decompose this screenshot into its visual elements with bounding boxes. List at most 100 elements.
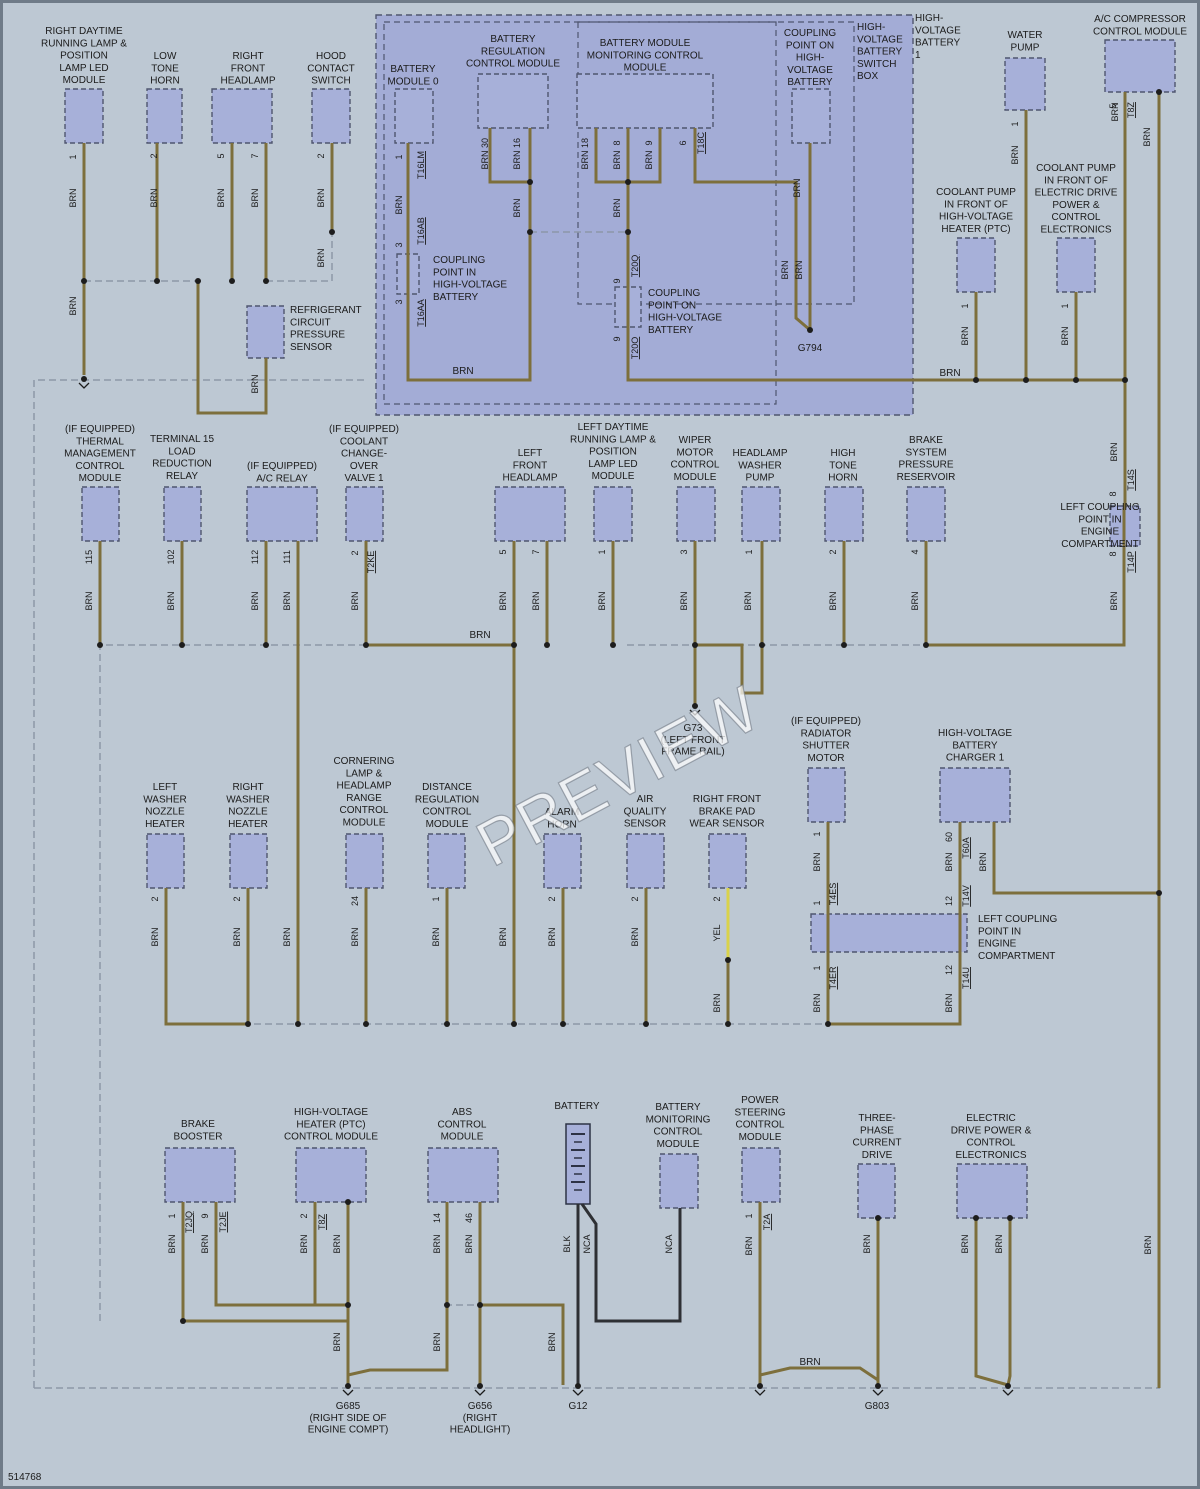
radiator-shutter-motor[interactable] [807,767,846,823]
connector-id-13: T14V [961,885,971,907]
cornering-lamp-control-module[interactable] [345,833,384,889]
wiper-motor-control-module[interactable] [676,486,716,542]
low-tone-horn[interactable] [146,88,183,144]
alarm-horn[interactable] [543,833,582,889]
wire-color-brn-32: BRN [679,591,689,610]
connector-id-12: T60A [961,837,971,859]
pin-number-43: 12 [944,896,954,906]
wire-color-brn-h-1: BRN [939,368,960,379]
coolant-pump-ptc[interactable] [956,237,996,293]
wire-color-brn-22: BRN [960,326,970,345]
air-quality-sensor[interactable] [626,833,665,889]
right-drl-module[interactable] [64,88,104,144]
brake-pad-wear-sensor[interactable] [708,833,747,889]
brake-pressure-reservoir[interactable] [906,486,946,542]
wire-color-brn-28: BRN [350,591,360,610]
pin-number-13: 3 [394,299,404,304]
right-front-headlamp[interactable] [211,88,273,144]
wire-color-brn-23: BRN [1060,326,1070,345]
wire-color-brn-13: BRN [612,150,622,169]
abs-control-module[interactable] [427,1147,499,1203]
battery-monitoring-control-module[interactable] [659,1153,699,1209]
pin-number-49: 2 [299,1213,309,1218]
battery-module-0[interactable] [394,88,434,144]
left-washer-nozzle-heater[interactable] [146,833,185,889]
high-tone-horn[interactable] [824,486,864,542]
pin-number-37: 1 [431,896,441,901]
wire-color-brn-63: BRN [994,1234,1004,1253]
distance-regulation-control-module[interactable] [427,833,466,889]
splice-dots [81,89,1162,1324]
coolant-pump-edrive[interactable] [1056,237,1096,293]
pin-number-28: 3 [679,549,689,554]
battery-regulation-control-module[interactable] [477,73,549,129]
coupling-point-on-hv-battery[interactable] [791,88,831,144]
connector-id-11: T4ER [828,966,838,990]
connector-id-0: T16LM [416,151,426,179]
ac-compressor-control-module[interactable] [1104,39,1176,93]
thermal-management-control-module[interactable] [81,486,120,542]
left-drl-module[interactable] [593,486,633,542]
right-washer-nozzle-heater[interactable] [229,833,268,889]
wire-color-brn-64: BRN [812,993,822,1012]
pin-number-42: 60 [944,832,954,842]
hv-battery-charger[interactable] [939,767,1011,823]
hv-heater-control-module[interactable] [295,1147,367,1203]
wire-color-brn-0: BRN [68,188,78,207]
terminal-15-relay[interactable] [163,486,202,542]
three-phase-current-drive[interactable] [857,1163,896,1219]
brake-booster[interactable] [164,1147,236,1203]
water-pump[interactable] [1004,57,1046,111]
battery-module-monitoring-control-module[interactable] [576,73,714,129]
pin-number-10: 9 [644,140,654,145]
pin-number-48: 9 [200,1213,210,1218]
pin-number-32: 8 [1108,491,1118,496]
electric-drive-power-electronics[interactable] [956,1163,1028,1219]
wire-color-brn-4: BRN [316,188,326,207]
coolant-changeover-valve[interactable] [345,486,384,542]
pin-number-24: 2 [350,550,360,555]
ground-icon-mid [754,1383,766,1396]
headlamp-washer-pump[interactable] [741,486,781,542]
pin-number-34: 2 [150,896,160,901]
left-coupling-point-2[interactable] [810,913,968,953]
pin-number-0: 1 [68,154,78,159]
connector-id-4: T20Q [630,255,640,278]
pin-number-46: 12 [944,965,954,975]
wire-color-brn-65: BRN [944,993,954,1012]
refrigerant-pressure-sensor[interactable] [246,305,285,359]
ground-icon-g803 [872,1383,884,1396]
wire-color-brn-20: BRN [1110,102,1120,121]
pin-number-44: 1 [812,900,822,905]
pin-number-45: 1 [812,965,822,970]
wire-color-brn-29: BRN [498,591,508,610]
pin-number-7: 16 [512,138,522,148]
hood-contact-switch[interactable] [311,88,351,144]
ground-icon-g685 [342,1383,354,1396]
left-front-headlamp[interactable] [494,486,566,542]
connector-id-2: T16AA [416,299,426,327]
wire-nca [580,1203,682,1323]
ac-relay[interactable] [246,486,318,542]
wire-color-brn-56: BRN [464,1234,474,1253]
component-boxes [64,39,1176,1219]
power-steering-control-module[interactable] [741,1147,781,1203]
wire-color-brn-15: BRN [612,198,622,217]
pin-number-23: 111 [282,550,292,564]
wire-color-brn-36: BRN [1109,442,1119,461]
wire-color-brn-53: BRN [299,1234,309,1253]
